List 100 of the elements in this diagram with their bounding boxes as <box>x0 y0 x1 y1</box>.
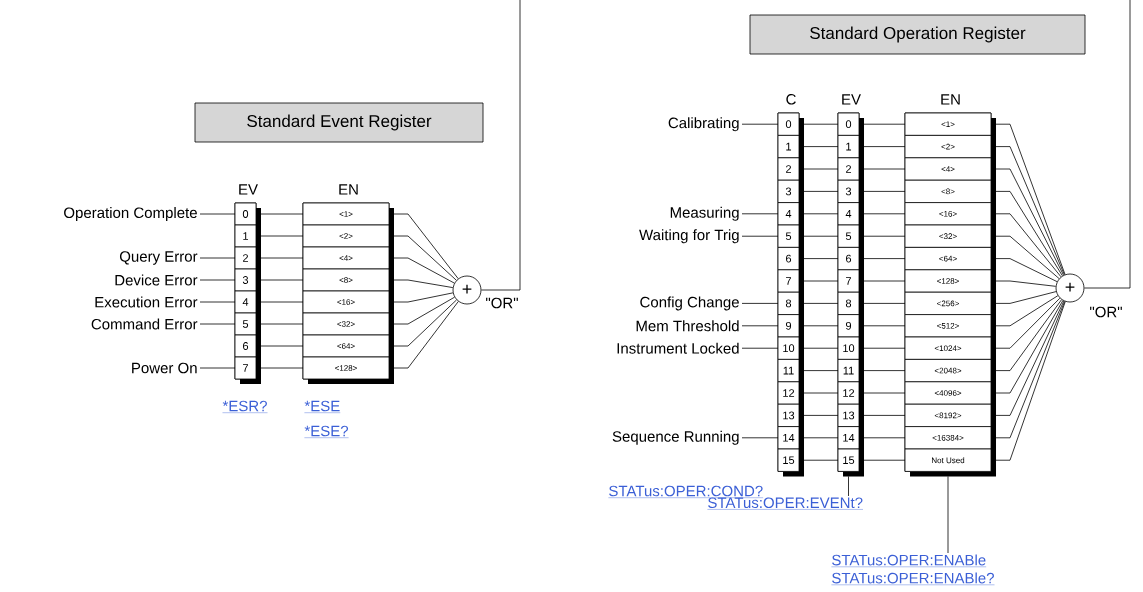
command-link: *ESE <box>304 400 341 413</box>
bit-cell: 5 <box>234 312 257 336</box>
bit-cell: 6 <box>777 247 800 271</box>
connector-line <box>803 325 839 327</box>
connector-line <box>199 213 236 215</box>
connector-line <box>863 123 906 125</box>
bit-cell: <512> <box>904 314 992 338</box>
command-link: *ESR? <box>222 400 268 413</box>
bit-cell: 4 <box>837 202 860 226</box>
connector-line <box>741 123 779 125</box>
connector-line <box>393 292 454 303</box>
connector-line <box>947 476 949 554</box>
connector-line <box>741 437 779 439</box>
bit-cell: 0 <box>234 202 257 226</box>
node-label: EN <box>339 184 358 195</box>
connector-line <box>863 168 906 170</box>
bit-cell: 11 <box>837 359 860 383</box>
register-title-box: Standard Event Register <box>194 102 484 143</box>
register-title-box: Standard Operation Register <box>749 14 1086 55</box>
connector-line <box>393 301 459 369</box>
connector-line <box>393 279 454 288</box>
bit-cell: <8192> <box>904 403 992 427</box>
bit-cell: <16> <box>302 290 390 314</box>
bit-cell: <256> <box>904 291 992 315</box>
bit-cell: 3 <box>777 179 800 203</box>
connector-line <box>803 258 839 259</box>
connector-line <box>803 280 839 282</box>
bit-cell: 11 <box>777 359 800 383</box>
bit-cell: 8 <box>837 291 860 315</box>
condition-label: Power On <box>132 362 197 374</box>
connector-line <box>863 146 906 147</box>
bit-cell: 14 <box>777 426 800 450</box>
command-link: *ESE? <box>304 425 349 438</box>
connector-line <box>863 459 906 461</box>
node-label: EV <box>842 94 861 105</box>
bit-cell: 12 <box>777 381 800 405</box>
connector-line <box>803 347 839 349</box>
bit-cell: 6 <box>837 247 860 271</box>
connector-line <box>803 146 839 147</box>
bit-cell: 2 <box>234 246 257 270</box>
command-link: STATus:OPER:EVENt? <box>707 497 864 510</box>
gate-label: "OR" <box>486 297 518 309</box>
connector-line <box>995 295 1059 327</box>
node-label: C <box>786 93 796 105</box>
bit-cell: 9 <box>777 314 800 338</box>
bit-cell: 10 <box>777 336 800 360</box>
connector-line <box>995 299 1062 371</box>
bit-cell: 1 <box>777 135 800 159</box>
command-link: STATus:OPER:COND? <box>608 485 764 498</box>
condition-label: Command Error <box>91 318 198 330</box>
connector-line <box>848 476 849 497</box>
bit-cell: <2048> <box>904 359 992 383</box>
bit-cell: 8 <box>777 291 800 315</box>
connector-line <box>393 299 457 347</box>
condition-label: Config Change <box>640 296 739 311</box>
connector-line <box>260 323 304 325</box>
connector-line <box>863 191 906 192</box>
connector-line <box>995 280 1057 287</box>
bit-cell: <16384> <box>904 426 992 450</box>
connector-line <box>741 213 779 215</box>
bit-cell: 1 <box>837 135 860 159</box>
connector-line <box>803 459 839 461</box>
connector-line <box>995 258 1058 283</box>
connector-line <box>803 235 839 237</box>
connector-line <box>260 345 304 347</box>
connector-line <box>863 213 906 215</box>
connector-line <box>803 168 839 170</box>
bit-cell: 9 <box>837 314 860 338</box>
connector-line <box>393 296 455 325</box>
connector-line <box>863 280 906 282</box>
bit-cell: 0 <box>777 112 800 136</box>
connector-line <box>995 235 1060 279</box>
bit-cell: <1> <box>302 202 390 226</box>
bit-cell: <128> <box>302 356 390 380</box>
connector-line <box>995 300 1064 394</box>
bit-cell: 15 <box>777 448 800 472</box>
connector-line <box>863 370 906 371</box>
bit-cell: 3 <box>234 268 257 292</box>
connector-line <box>1084 0 1131 289</box>
bit-cell: <2> <box>904 135 992 159</box>
connector-line <box>260 257 304 259</box>
bit-cell: <8> <box>904 179 992 203</box>
connector-line <box>803 303 839 304</box>
condition-label: Calibrating <box>668 117 739 132</box>
connector-line <box>803 123 839 125</box>
connector-line <box>393 235 457 281</box>
connector-line <box>995 191 1063 277</box>
connector-line <box>863 415 906 416</box>
bit-cell: <4> <box>904 157 992 181</box>
connector-line <box>863 392 906 394</box>
connector-line <box>803 392 839 394</box>
bit-cell: 4 <box>777 202 800 226</box>
bit-cell: <1024> <box>904 336 992 360</box>
connector-line <box>863 325 906 327</box>
bit-cell: <64> <box>302 334 390 358</box>
connector-line <box>393 213 459 280</box>
bit-cell: <32> <box>904 224 992 248</box>
bit-cell: <1> <box>904 112 992 136</box>
connector-line <box>803 415 839 416</box>
connector-line <box>995 291 1057 304</box>
